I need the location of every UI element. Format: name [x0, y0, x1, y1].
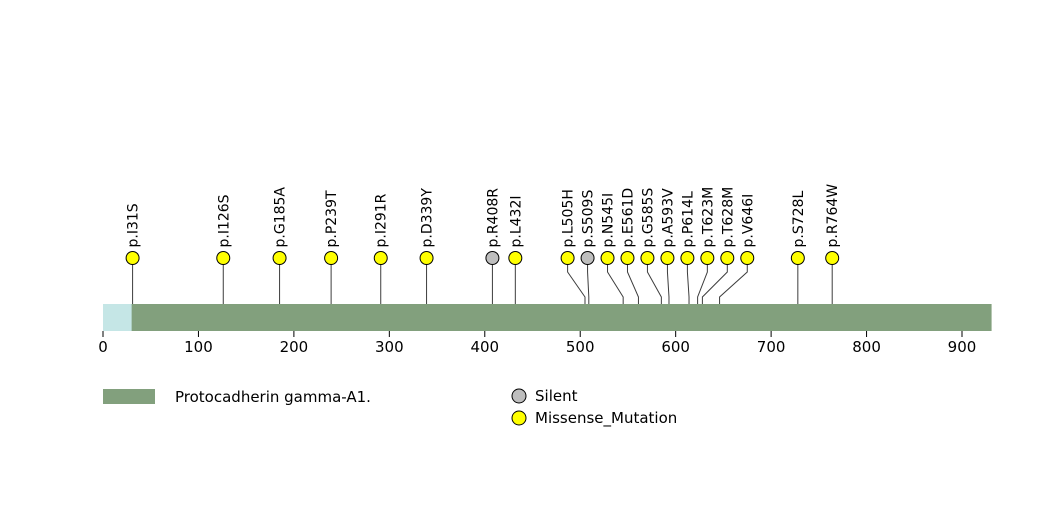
mutation-label: p.I291R	[374, 193, 390, 247]
mutation-label: p.T623M	[700, 187, 716, 248]
missense-legend-icon	[511, 410, 527, 426]
mutation-label: p.R408R	[485, 188, 501, 248]
mutation-point	[373, 251, 388, 265]
mutation-label: p.L505H	[561, 189, 577, 247]
mutation-point	[216, 251, 231, 265]
x-tick-label: 600	[661, 338, 690, 356]
mutation-label: p.P614L	[680, 191, 696, 248]
mutation-label: p.D339Y	[420, 188, 436, 248]
mutation-label: p.P239T	[324, 190, 340, 248]
mutation-label: p.T628M	[720, 187, 736, 248]
mutation-point	[825, 251, 840, 265]
x-tick-label: 100	[184, 338, 213, 356]
lollipop-stem	[626, 264, 639, 306]
mutation-point	[560, 251, 575, 265]
mutation-point	[660, 251, 675, 265]
mutation-point	[680, 251, 695, 265]
mutation-point	[419, 251, 434, 265]
plot-area: 0 100 200 300 400 500 600 700 800 900 p.I31S p.I126…	[98, 184, 992, 356]
mutation-point	[620, 251, 635, 265]
x-tick-label: 200	[280, 338, 309, 356]
x-tick-label: 0	[98, 338, 108, 356]
x-tick-label: 700	[757, 338, 786, 356]
silent-legend-label: Silent	[535, 387, 578, 405]
mutation-point	[580, 251, 595, 265]
x-tick-label: 500	[566, 338, 595, 356]
mutation-point	[740, 251, 755, 265]
mutation-point	[508, 251, 523, 265]
x-tick-label: 900	[948, 338, 977, 356]
mutation-label: p.I126S	[216, 194, 232, 247]
mutation-point	[324, 251, 339, 265]
mutation-point	[272, 251, 287, 265]
x-tick-label: 300	[375, 338, 404, 356]
mutation-label: p.L432I	[508, 196, 524, 248]
missense-legend-label: Missense_Mutation	[535, 409, 677, 428]
lollipop-stem	[666, 264, 670, 306]
lollipop-stem	[607, 264, 624, 306]
lollipop-stem	[686, 264, 690, 306]
legend: Protocadherin gamma-A1. Silent Missense_…	[103, 387, 677, 428]
mutation-point	[640, 251, 655, 265]
mutation-point	[790, 251, 805, 265]
lollipop-stem	[701, 264, 728, 306]
mutation-label: p.E561D	[620, 188, 636, 248]
lollipop-stem	[719, 264, 748, 306]
protein-legend-label: Protocadherin gamma-A1.	[175, 388, 371, 406]
mutation-label: p.G185A	[273, 187, 289, 248]
mutation-label: p.N545I	[601, 193, 617, 248]
silent-legend-icon	[511, 388, 527, 404]
mutation-label: p.G585S	[640, 188, 656, 248]
lollipop-stem	[587, 264, 590, 306]
mutation-point	[125, 251, 140, 265]
x-tick-label: 800	[852, 338, 881, 356]
mutation-label: p.I31S	[126, 203, 142, 247]
mutation-point	[720, 251, 735, 265]
mutation-point	[485, 251, 500, 265]
lollipop-stem	[697, 264, 708, 306]
x-tick-label: 400	[470, 338, 499, 356]
mutation-point	[600, 251, 615, 265]
protein-segment	[103, 304, 132, 331]
mutation-label: p.V646I	[740, 194, 756, 248]
mutation-label: p.S728L	[791, 191, 807, 248]
lollipop-stem	[646, 264, 662, 306]
mutation-point	[700, 251, 715, 265]
lollipop-stem	[567, 264, 586, 306]
mutation-label: p.R764W	[825, 184, 841, 248]
mutation-label: p.S509S	[581, 190, 597, 248]
protein-bar	[103, 304, 992, 331]
protein-legend-swatch	[103, 389, 155, 404]
mutation-label: p.A593V	[660, 188, 676, 248]
